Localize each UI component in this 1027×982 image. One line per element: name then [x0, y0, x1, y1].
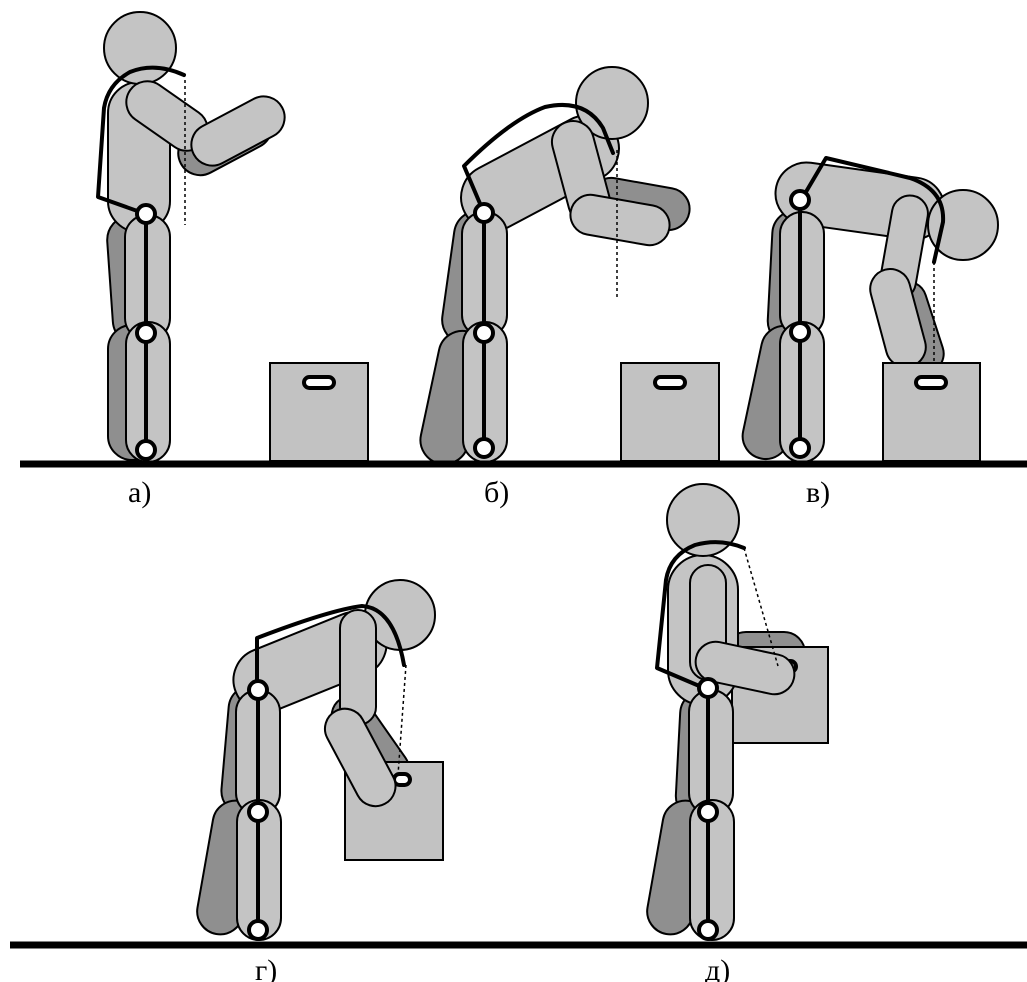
label-v: в) [806, 476, 830, 509]
box-v [883, 363, 980, 461]
figure-d-hip-joint [699, 679, 717, 697]
box-a-handle [304, 377, 334, 388]
figure-b-ankle-joint [475, 439, 493, 457]
box-b-handle [655, 377, 685, 388]
figure-b-hip-joint [475, 204, 493, 222]
box-v-handle [916, 377, 946, 388]
figure-g-ankle-joint [249, 921, 267, 939]
box-g-handle [394, 774, 410, 785]
label-d: д) [705, 954, 730, 982]
figure-a-body [104, 12, 292, 462]
figure-a-hip-joint [137, 205, 155, 223]
label-g: г) [255, 954, 277, 982]
figure-a-head [104, 12, 176, 84]
figure-d-knee-joint [699, 803, 717, 821]
figure-a [98, 12, 292, 462]
figure-g-hip-joint [249, 681, 267, 699]
figure-d [644, 484, 828, 940]
box-b [621, 363, 719, 461]
figure-g-knee-joint [249, 803, 267, 821]
figure-a-ankle-joint [137, 441, 155, 459]
figure-g [194, 580, 443, 940]
figure-a-knee-joint [137, 324, 155, 342]
label-a: а) [128, 476, 151, 509]
figure-v-ankle-joint [791, 439, 809, 457]
label-b: б) [484, 476, 509, 509]
figure-v-knee-joint [791, 323, 809, 341]
box-a [270, 363, 368, 461]
figure-b-knee-joint [475, 324, 493, 342]
figure-d-ankle-joint [699, 921, 717, 939]
figure-v-hip-joint [791, 191, 809, 209]
